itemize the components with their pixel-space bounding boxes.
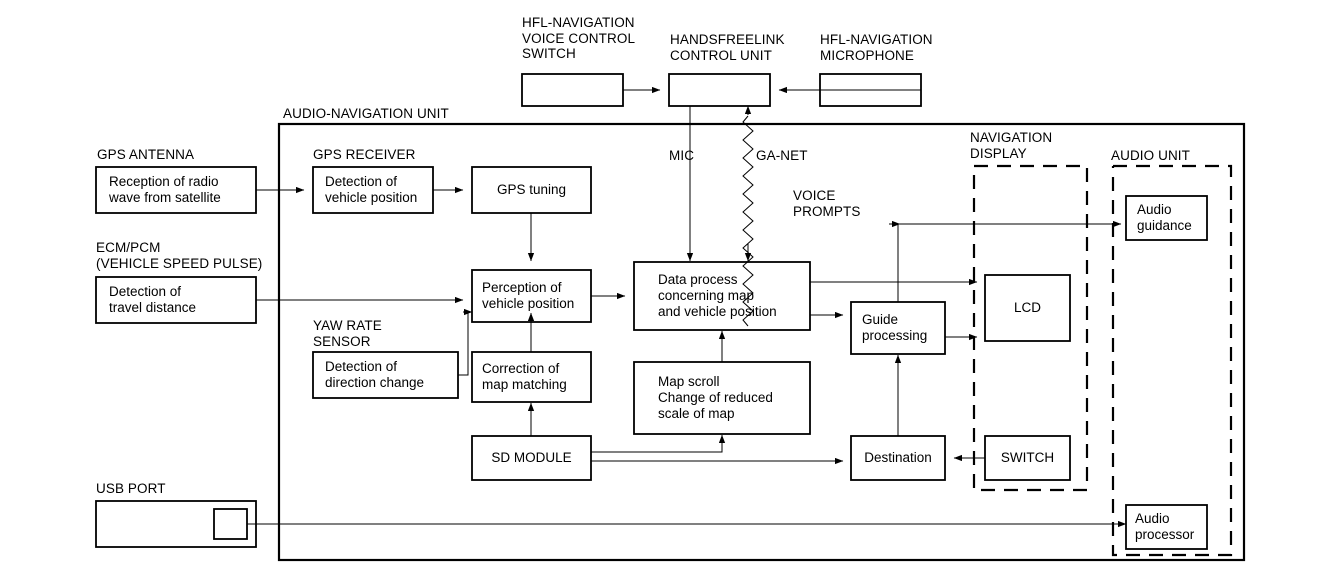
box-lcd: LCD — [1013, 300, 1041, 315]
box-guide-processing: Guide processing — [862, 312, 928, 343]
box-hfl-voice-control-switch — [522, 74, 623, 106]
box-gps-receiver: Detection of vehicle position — [325, 174, 418, 205]
group-label-audio-navigation-unit: AUDIO-NAVIGATION UNIT — [283, 106, 449, 121]
box-data-process: Data process concerning map and vehicle … — [658, 272, 777, 319]
box-gps-antenna: Reception of radio wave from satellite — [109, 174, 221, 205]
box-destination: Destination — [864, 450, 932, 465]
label-gps-antenna: GPS ANTENNA — [97, 147, 195, 162]
box-yaw-rate-sensor: Detection of direction change — [325, 359, 425, 390]
label-handsfreelink-control-unit: HANDSFREELINK CONTROL UNIT — [670, 32, 785, 63]
box-perception-of-vehicle-position: Perception of vehicle position — [482, 280, 575, 311]
signal-label-ga-net: GA-NET — [756, 148, 808, 163]
box-hfl-navigation-microphone — [820, 74, 921, 106]
box-audio-guidance: Audio guidance — [1137, 202, 1192, 233]
box-correction-of-map-matching: Correction of map matching — [482, 361, 567, 392]
box-gps-tuning: GPS tuning — [496, 182, 567, 197]
label-yaw-rate-sensor: YAW RATE SENSOR — [313, 318, 382, 349]
box-map-scroll: Map scroll Change of reduced scale of ma… — [658, 374, 773, 421]
box-audio-processor: Audio processor — [1135, 511, 1195, 542]
label-usb-port: USB PORT — [96, 481, 166, 496]
box-sd-module: SD MODULE — [491, 450, 572, 465]
label-hfl-navigation-microphone: HFL-NAVIGATION MICROPHONE — [820, 32, 933, 63]
signal-label-voice-prompts: VOICE PROMPTS — [793, 188, 861, 219]
label-hfl-voice-control-switch: HFL-NAVIGATION VOICE CONTROL SWITCH — [522, 15, 636, 61]
box-switch: SWITCH — [1000, 450, 1055, 465]
box-ecm-pcm: Detection of travel distance — [109, 284, 197, 315]
label-ecm-pcm: ECM/PCM (VEHICLE SPEED PULSE) — [96, 240, 263, 271]
box-handsfreelink-control-unit — [669, 74, 770, 106]
label-gps-receiver: GPS RECEIVER — [313, 147, 416, 162]
group-label-audio-unit: AUDIO UNIT — [1111, 148, 1191, 163]
signal-label-mic: MIC — [669, 148, 695, 163]
group-label-navigation-display: NAVIGATION DISPLAY — [970, 130, 1053, 161]
box-usb-port — [96, 501, 256, 547]
